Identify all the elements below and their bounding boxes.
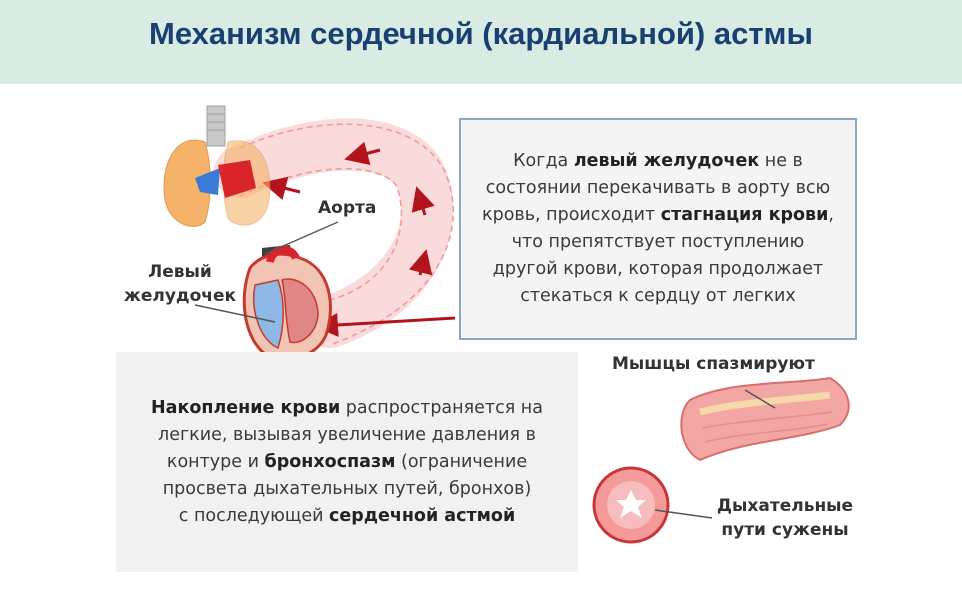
emphasis-bronchospasm: бронхоспазм: [264, 451, 396, 472]
airways-label: Дыхательные пути сужены: [705, 494, 865, 542]
text-run: другой крови, которая продолжает: [492, 259, 824, 279]
emphasis-left-ventricle: левый желудочек: [573, 151, 760, 171]
text-run: с последующей: [178, 505, 330, 526]
aorta-pointer: [264, 221, 339, 255]
muscle-pointer: [744, 389, 776, 409]
text-run: стекаться к сердцу от легких: [520, 286, 796, 306]
heart-image: [242, 245, 332, 361]
text-run: контуре и: [166, 451, 265, 472]
header-band: [0, 0, 962, 84]
ventricle-pointer: [194, 304, 276, 323]
text-run: ,: [828, 205, 834, 225]
aorta-label: Аорта: [318, 198, 377, 218]
text-run: состоянии перекачивать в аорту всю: [485, 178, 831, 198]
airway-pointer: [654, 509, 713, 519]
label-line: Левый: [148, 262, 212, 282]
page-title: Механизм сердечной (кардиальной) астмы: [149, 16, 813, 51]
text-run: что препятствует поступлению: [511, 232, 805, 252]
airway-image: [592, 466, 670, 544]
text-run: распространяется на: [340, 397, 543, 418]
left-ventricle-label: Левый желудочек: [110, 260, 250, 308]
label-line: пути сужены: [721, 520, 849, 540]
blood-flow-band: [214, 118, 454, 348]
accumulation-info-box: Накопление крови распространяется на лег…: [116, 352, 578, 572]
label-line: Дыхательные: [716, 496, 854, 516]
text-run: не в: [759, 151, 803, 171]
accumulation-text: Накопление крови распространяется на лег…: [151, 395, 543, 530]
text-run: Когда: [513, 151, 574, 171]
text-run: легкие, вызывая увеличение давления в: [158, 424, 536, 445]
stagnation-info-box: Когда левый желудочек не в состоянии пер…: [459, 118, 857, 340]
flow-arrows: [262, 141, 456, 337]
lungs-image: [163, 105, 271, 227]
text-run: просвета дыхательных путей, бронхов): [162, 478, 532, 499]
emphasis-accumulation: Накопление крови: [151, 397, 341, 418]
emphasis-stagnation: стагнация крови: [660, 205, 829, 225]
muscles-label: Мышцы спазмируют: [612, 354, 815, 374]
text-run: кровь, происходит: [482, 205, 661, 225]
label-line: желудочек: [123, 286, 237, 306]
emphasis-cardiac-asthma: сердечной астмой: [329, 505, 516, 526]
muscle-image: [680, 376, 850, 462]
stagnation-text: Когда левый желудочек не в состоянии пер…: [482, 148, 834, 310]
text-run: (ограничение: [395, 451, 528, 472]
